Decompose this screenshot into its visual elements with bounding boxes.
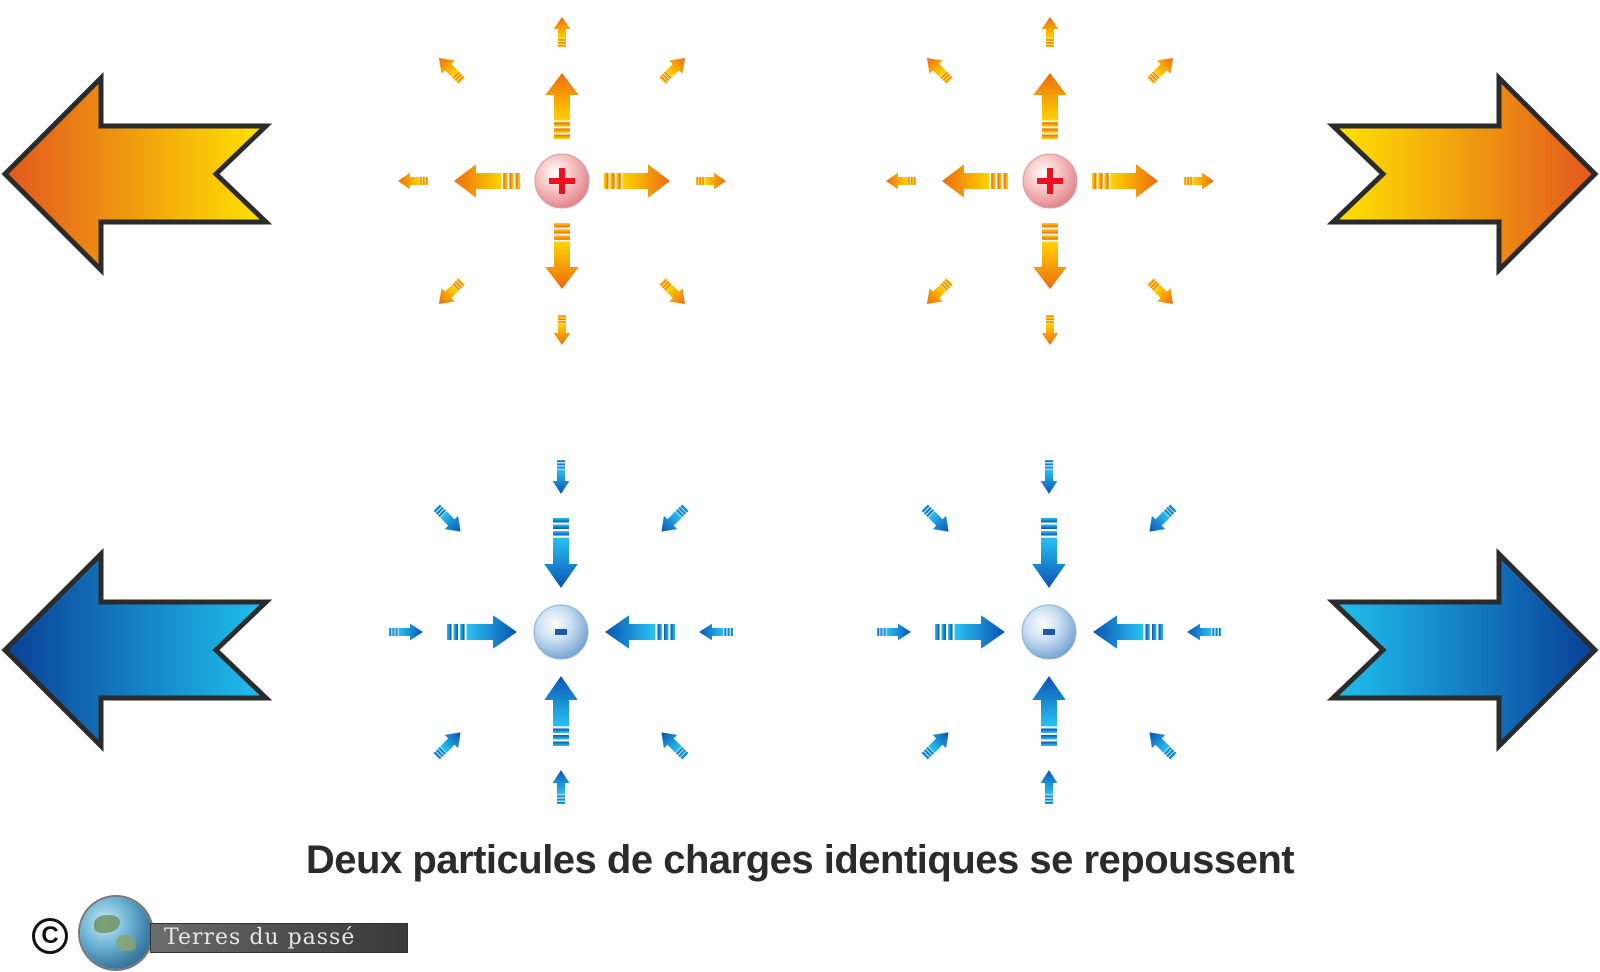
positive-particle-left	[534, 153, 590, 209]
field-arrow-outer	[553, 17, 571, 47]
field-arrow-outer	[552, 460, 570, 494]
globe-icon	[80, 897, 152, 969]
field-arrow-outer	[696, 172, 726, 190]
repulsion-arrow-bottom-right	[1326, 547, 1599, 753]
field-arrow-outer	[552, 770, 570, 804]
field-arrow-outer	[699, 623, 733, 641]
field-arrow-diagonal	[1147, 57, 1174, 84]
field-arrow-outer	[877, 623, 911, 641]
field-arrow-outer	[1040, 460, 1058, 494]
field-arrow-inner	[454, 164, 520, 198]
field-arrow-diagonal	[1147, 278, 1174, 305]
field-arrow-outer	[553, 315, 571, 345]
field-arrow-outer	[1041, 17, 1059, 47]
field-arrow-inner	[545, 73, 579, 139]
plus-sign-icon	[1037, 168, 1063, 194]
field-arrow-inner	[1092, 164, 1158, 198]
field-arrow-inner	[1093, 615, 1163, 649]
field-arrow-diagonal	[1149, 732, 1177, 760]
negative-particle-left	[533, 604, 589, 660]
field-arrow-inner	[447, 615, 517, 649]
field-arrow-diagonal	[659, 278, 686, 305]
positive-particle-right	[1022, 153, 1078, 209]
field-arrows	[389, 17, 1221, 804]
minus-sign-icon	[555, 629, 567, 635]
repulsion-arrow-bottom-left	[1, 547, 273, 753]
field-arrow-diagonal	[438, 278, 465, 305]
field-arrow-diagonal	[926, 278, 953, 305]
field-arrow-diagonal	[433, 504, 461, 532]
repulsion-arrow-top-left	[1, 71, 273, 277]
field-arrow-inner	[1032, 676, 1066, 746]
field-arrow-inner	[1033, 223, 1067, 289]
field-arrow-inner	[942, 164, 1008, 198]
field-arrow-inner	[544, 676, 578, 746]
field-arrow-inner	[935, 615, 1005, 649]
caption: Deux particules de charges identiques se…	[305, 838, 1295, 882]
field-arrow-outer	[1187, 623, 1221, 641]
field-arrow-outer	[398, 172, 428, 190]
field-arrow-inner	[1032, 518, 1066, 588]
field-arrow-outer	[1041, 315, 1059, 345]
field-arrow-diagonal	[921, 732, 949, 760]
field-arrow-inner	[545, 223, 579, 289]
field-arrow-inner	[605, 615, 675, 649]
field-arrow-diagonal	[661, 732, 689, 760]
field-arrow-inner	[604, 164, 670, 198]
brand-name: Terres du passé	[164, 925, 356, 950]
field-arrow-inner	[544, 518, 578, 588]
field-arrow-diagonal	[926, 57, 953, 84]
plus-sign-icon	[549, 168, 575, 194]
field-arrow-inner	[1033, 73, 1067, 139]
field-arrow-diagonal	[433, 732, 461, 760]
field-arrow-outer	[886, 172, 916, 190]
field-arrow-outer	[389, 623, 423, 641]
copyright-icon: C	[32, 918, 68, 954]
minus-sign-icon	[1043, 629, 1055, 635]
field-arrow-diagonal	[921, 504, 949, 532]
brand-banner	[150, 923, 408, 953]
repulsion-arrow-top-right	[1326, 71, 1599, 277]
negative-particle-right	[1021, 604, 1077, 660]
field-arrow-diagonal	[438, 57, 465, 84]
field-arrow-diagonal	[1149, 504, 1177, 532]
field-arrow-outer	[1040, 770, 1058, 804]
field-arrow-diagonal	[659, 57, 686, 84]
field-arrow-outer	[1184, 172, 1214, 190]
field-arrow-diagonal	[661, 504, 689, 532]
